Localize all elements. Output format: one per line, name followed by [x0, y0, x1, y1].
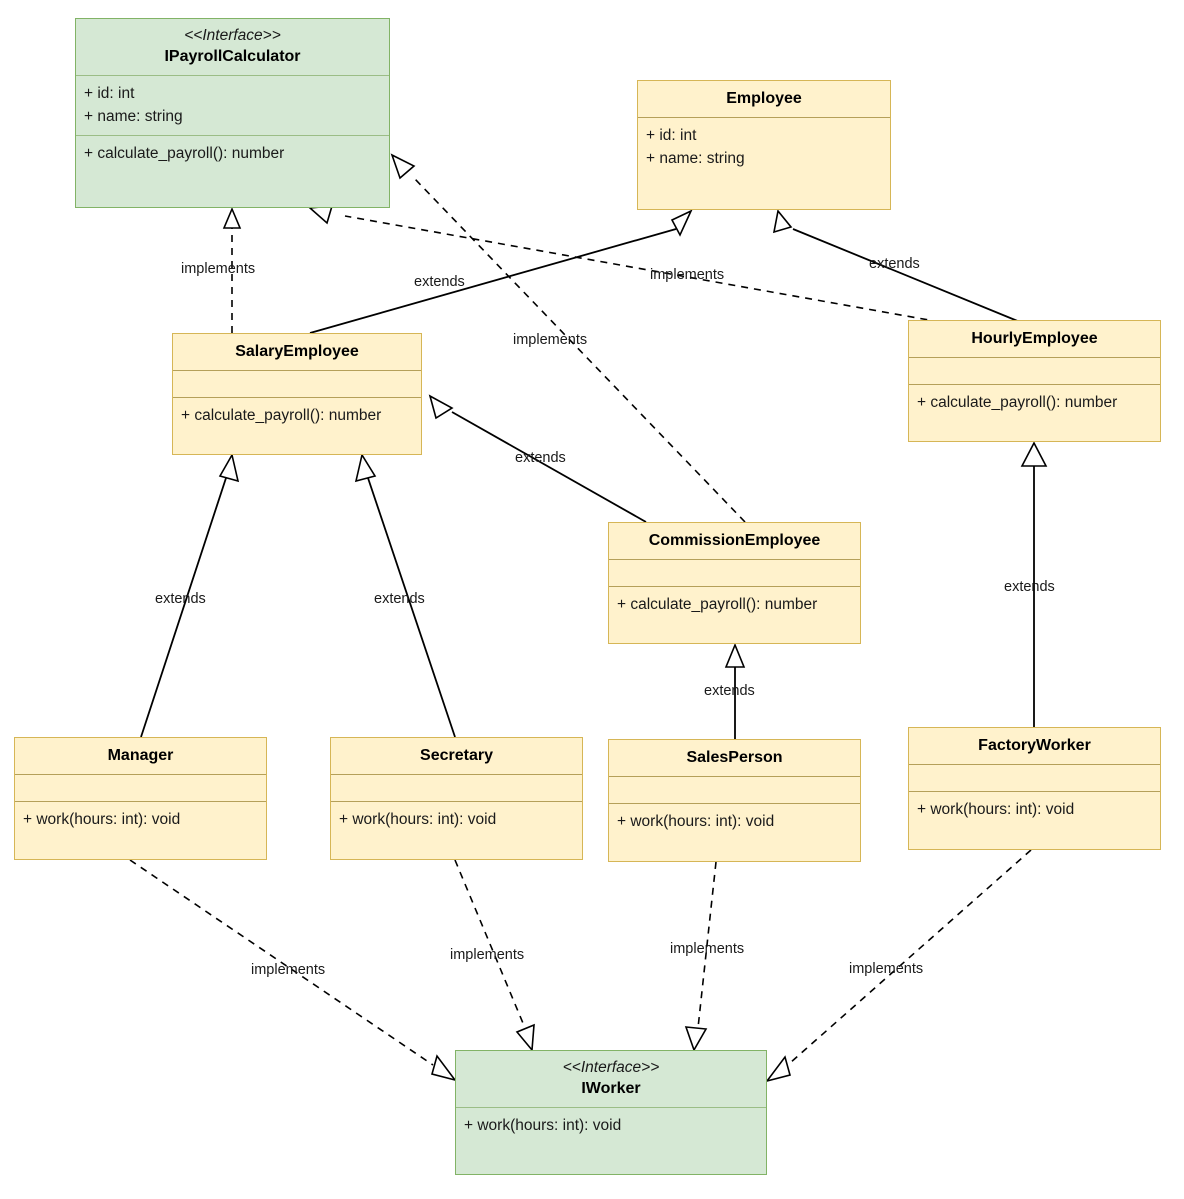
compartment-divider: [909, 384, 1160, 385]
compartment-divider: [609, 559, 860, 560]
compartment-divider: [15, 774, 266, 775]
class-header: <<Interface>> IWorker: [456, 1051, 766, 1107]
compartment-divider: [609, 776, 860, 777]
class-header: CommissionEmployee: [609, 523, 860, 559]
edge-label-implements-secretary-iworker: implements: [450, 947, 525, 963]
class-header: Secretary: [331, 738, 582, 774]
method-row: + work(hours: int): void: [617, 813, 775, 830]
compartment-divider: [909, 357, 1160, 358]
compartment-divider: [15, 801, 266, 802]
edge-label-extends-salesperson-commissionemployee: extends: [704, 683, 755, 699]
compartment-divider: [909, 764, 1160, 765]
class-name: Employee: [726, 90, 802, 107]
compartment-divider: [609, 586, 860, 587]
method-row: + work(hours: int): void: [917, 801, 1075, 818]
attributes-compartment: [609, 560, 860, 586]
class-name: SalaryEmployee: [235, 343, 359, 360]
compartment-divider: [76, 75, 389, 76]
class-header: FactoryWorker: [909, 728, 1160, 764]
method-row: + work(hours: int): void: [339, 811, 497, 828]
edge-label-extends-salaryemployee-employee: extends: [414, 274, 465, 290]
attribute-row: + id: int: [646, 127, 697, 144]
edge-label-extends-commissionemployee-salaryemployee: extends: [515, 450, 566, 466]
class-box-secretary[interactable]: Secretary + work(hours: int): void: [330, 737, 583, 860]
edge-label-implements-commissionemployee: implements: [513, 332, 588, 348]
class-box-manager[interactable]: Manager + work(hours: int): void: [14, 737, 267, 860]
compartment-divider: [173, 370, 421, 371]
class-box-salesperson[interactable]: SalesPerson + work(hours: int): void: [608, 739, 861, 862]
compartment-divider: [638, 117, 890, 118]
class-box-salaryemployee[interactable]: SalaryEmployee + calculate_payroll(): nu…: [172, 333, 422, 455]
class-name: SalesPerson: [686, 749, 783, 766]
methods-compartment: + work(hours: int): void: [909, 792, 1160, 828]
methods-compartment: + work(hours: int): void: [15, 802, 266, 838]
attributes-compartment: [909, 358, 1160, 384]
attributes-compartment: + id: int + name: string: [76, 76, 389, 135]
edge-label-implements-salesperson-iworker: implements: [670, 941, 745, 957]
attributes-compartment: [909, 765, 1160, 791]
edge-label-implements-hourlyemployee: implements: [650, 267, 725, 283]
attribute-row: + name: string: [84, 108, 183, 125]
class-header: Employee: [638, 81, 890, 117]
attributes-compartment: [609, 777, 860, 803]
methods-compartment: + calculate_payroll(): number: [609, 587, 860, 623]
method-row: + calculate_payroll(): number: [181, 407, 382, 424]
edge-label-extends-manager-salaryemployee: extends: [155, 591, 206, 607]
attributes-compartment: [331, 775, 582, 801]
edge-label-extends-factoryworker-hourlyemployee: extends: [1004, 579, 1055, 595]
method-row: + calculate_payroll(): number: [617, 596, 818, 613]
methods-compartment: + work(hours: int): void: [331, 802, 582, 838]
methods-compartment: + calculate_payroll(): number: [76, 136, 389, 172]
method-row: + work(hours: int): void: [23, 811, 181, 828]
attributes-compartment: [15, 775, 266, 801]
class-name: CommissionEmployee: [648, 532, 821, 549]
class-box-factoryworker[interactable]: FactoryWorker + work(hours: int): void: [908, 727, 1161, 850]
edge-label-extends-hourlyemployee-employee: extends: [869, 256, 920, 272]
class-name: IWorker: [581, 1080, 641, 1097]
class-name: FactoryWorker: [978, 737, 1091, 754]
attributes-compartment: [173, 371, 421, 397]
method-row: + calculate_payroll(): number: [84, 145, 285, 162]
class-header: Manager: [15, 738, 266, 774]
attributes-compartment: + id: int + name: string: [638, 118, 890, 177]
class-header: SalesPerson: [609, 740, 860, 776]
edge-group-r4: [309, 209, 693, 334]
class-box-commissionemployee[interactable]: CommissionEmployee + calculate_payroll()…: [608, 522, 861, 644]
method-row: + calculate_payroll(): number: [917, 394, 1118, 411]
class-name: Manager: [107, 747, 174, 764]
class-box-employee[interactable]: Employee + id: int + name: string: [637, 80, 891, 210]
class-header: SalaryEmployee: [173, 334, 421, 370]
edge-label-implements-factoryworker-iworker: implements: [849, 961, 924, 977]
method-row: + work(hours: int): void: [464, 1117, 622, 1134]
class-header: HourlyEmployee: [909, 321, 1160, 357]
methods-compartment: + work(hours: int): void: [456, 1108, 766, 1144]
edge-label-extends-secretary-salaryemployee: extends: [374, 591, 425, 607]
class-name: IPayrollCalculator: [164, 48, 301, 65]
class-stereotype: <<Interface>>: [184, 27, 281, 44]
class-box-iworker[interactable]: <<Interface>> IWorker + work(hours: int)…: [455, 1050, 767, 1175]
compartment-divider: [76, 135, 389, 136]
class-box-ipayrollcalculator[interactable]: <<Interface>> IPayrollCalculator + id: i…: [75, 18, 390, 208]
class-box-hourlyemployee[interactable]: HourlyEmployee + calculate_payroll(): nu…: [908, 320, 1161, 442]
edge-label-implements-salaryemployee: implements: [181, 261, 256, 277]
compartment-divider: [609, 803, 860, 804]
compartment-divider: [456, 1107, 766, 1108]
class-name: Secretary: [420, 747, 493, 764]
attribute-row: + id: int: [84, 85, 135, 102]
methods-compartment: + calculate_payroll(): number: [173, 398, 421, 434]
class-stereotype: <<Interface>>: [562, 1059, 660, 1076]
methods-compartment: + calculate_payroll(): number: [909, 385, 1160, 421]
compartment-divider: [173, 397, 421, 398]
edge-label-implements-manager-iworker: implements: [251, 962, 326, 978]
compartment-divider: [331, 801, 582, 802]
compartment-divider: [909, 791, 1160, 792]
attribute-row: + name: string: [646, 150, 745, 167]
class-name: HourlyEmployee: [971, 330, 1098, 347]
class-header: <<Interface>> IPayrollCalculator: [76, 19, 389, 75]
edge-group-r2: [308, 205, 941, 323]
methods-compartment: + work(hours: int): void: [609, 804, 860, 840]
compartment-divider: [331, 774, 582, 775]
